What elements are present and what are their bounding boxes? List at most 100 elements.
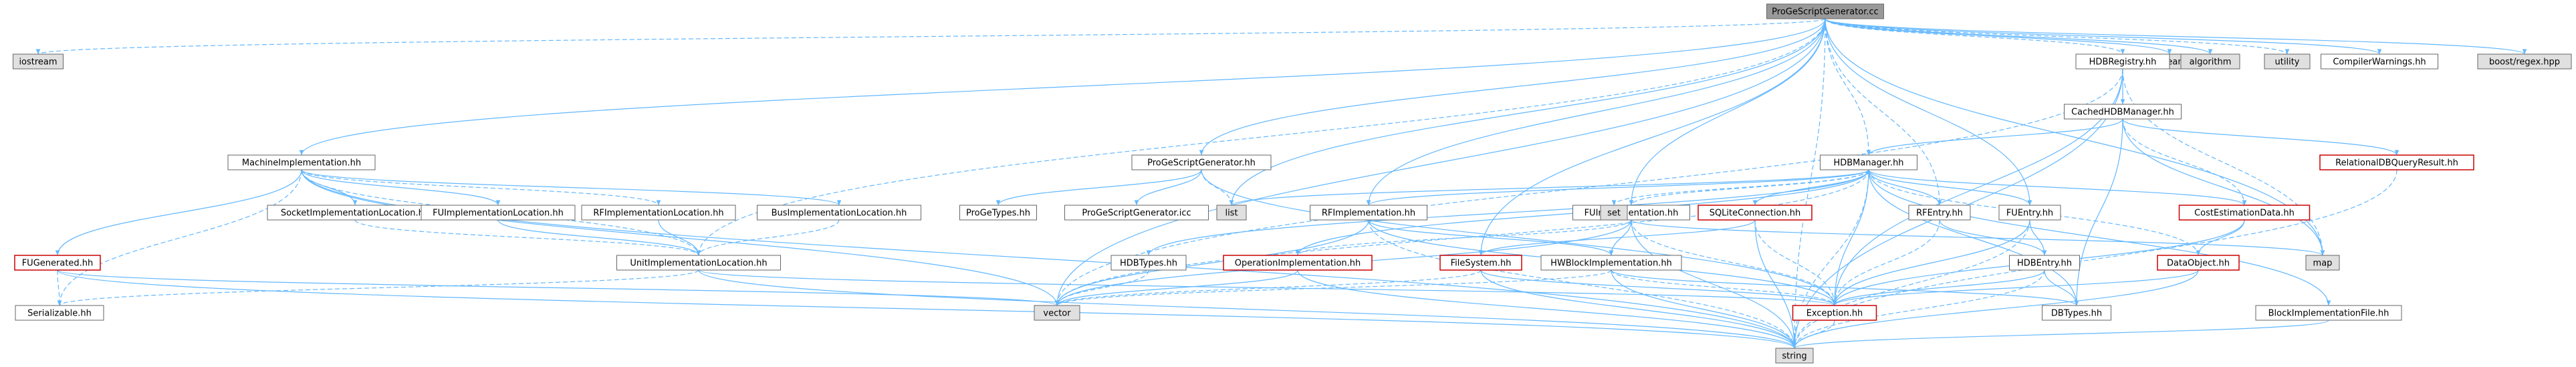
node-opimpl[interactable]: OperationImplementation.hh xyxy=(1223,255,1373,271)
node-box-costestimation[interactable] xyxy=(2178,205,2311,221)
edge-hwblockimpl-to-exception xyxy=(1611,269,1837,306)
node-rfentry[interactable]: RFEntry.hh xyxy=(1908,205,1971,221)
node-box-progescriptgen_icc[interactable] xyxy=(1064,205,1209,221)
node-root[interactable]: ProGeScriptGenerator.cc xyxy=(1766,3,1884,19)
node-box-iostream[interactable] xyxy=(13,53,64,70)
node-box-busimplloc[interactable] xyxy=(757,205,921,221)
node-blockimplfile[interactable]: BlockImplementationFile.hh xyxy=(2255,305,2402,321)
node-box-opimpl[interactable] xyxy=(1223,255,1373,271)
node-filesystem[interactable]: FileSystem.hh xyxy=(1439,255,1522,271)
node-box-hwblockimpl[interactable] xyxy=(1540,255,1682,271)
node-label-filesystem: FileSystem.hh xyxy=(1451,259,1512,269)
node-box-exception[interactable] xyxy=(1792,305,1877,321)
node-label-sqlite: SQLiteConnection.hh xyxy=(1710,209,1801,219)
node-vector[interactable]: vector xyxy=(1034,305,1080,321)
node-iostream[interactable]: iostream xyxy=(13,53,64,70)
node-relationaldb[interactable]: RelationalDBQueryResult.hh xyxy=(2319,154,2474,170)
node-algorithm[interactable]: algorithm xyxy=(2180,53,2240,70)
edge-fuimpl-to-string xyxy=(1631,219,1797,349)
node-progescriptgen_icc[interactable]: ProGeScriptGenerator.icc xyxy=(1064,205,1209,221)
node-box-unitimplloc[interactable] xyxy=(616,255,781,271)
node-set[interactable]: set xyxy=(1600,205,1628,221)
edge-progescriptgen_hh-to-list xyxy=(1201,169,1234,206)
node-label-dataobject: DataObject.hh xyxy=(2167,259,2230,269)
node-dbtypes[interactable]: DBTypes.hh xyxy=(2042,305,2111,321)
node-string[interactable]: string xyxy=(1775,348,1814,364)
node-box-fuentry[interactable] xyxy=(1998,205,2061,221)
node-box-sqlite[interactable] xyxy=(1697,205,1812,221)
node-label-fuimpl: FUImplementation.hh xyxy=(1585,209,1679,219)
node-hwblockimpl[interactable]: HWBlockImplementation.hh xyxy=(1540,255,1682,271)
node-utility[interactable]: utility xyxy=(2264,53,2311,70)
edge-cachedhdb-to-map xyxy=(2122,118,2325,256)
node-box-filesystem[interactable] xyxy=(1439,255,1522,271)
node-box-set[interactable] xyxy=(1600,205,1628,221)
node-box-progetypes[interactable] xyxy=(959,205,1037,221)
node-box-machineimpl[interactable] xyxy=(227,154,376,170)
node-box-map[interactable] xyxy=(2305,255,2340,271)
node-fuimpl[interactable]: FUImplementation.hh xyxy=(1572,205,1690,221)
node-box-list[interactable] xyxy=(1216,205,1247,221)
node-fugenerated[interactable]: FUGenerated.hh xyxy=(14,255,101,271)
node-box-fuimplloc[interactable] xyxy=(421,205,576,221)
edge-unitimplloc-to-serializable xyxy=(57,269,699,306)
edge-fuentry-to-exception xyxy=(1832,219,2030,306)
node-serializable[interactable]: Serializable.hh xyxy=(15,305,104,321)
node-box-hdbtypes[interactable] xyxy=(1110,255,1187,271)
node-progetypes[interactable]: ProGeTypes.hh xyxy=(959,205,1037,221)
node-box-hdbentry[interactable] xyxy=(2009,255,2080,271)
node-box-serializable[interactable] xyxy=(15,305,104,321)
node-box-cachedhdb[interactable] xyxy=(2064,104,2182,120)
node-compilerwarnings[interactable]: CompilerWarnings.hh xyxy=(2321,53,2438,70)
node-box-hdbregistry[interactable] xyxy=(2075,53,2170,70)
node-box-dataobject[interactable] xyxy=(2157,255,2240,271)
node-dataobject[interactable]: DataObject.hh xyxy=(2157,255,2240,271)
node-cachedhdb[interactable]: CachedHDBManager.hh xyxy=(2064,104,2182,120)
node-hdbtypes[interactable]: HDBTypes.hh xyxy=(1110,255,1187,271)
node-box-dbtypes[interactable] xyxy=(2042,305,2111,321)
node-box-blockimplfile[interactable] xyxy=(2255,305,2402,321)
node-hdbmanager[interactable]: HDBManager.hh xyxy=(1820,154,1917,170)
node-exception[interactable]: Exception.hh xyxy=(1792,305,1877,321)
node-busimplloc[interactable]: BusImplementationLocation.hh xyxy=(757,205,921,221)
node-hdbregistry[interactable]: HDBRegistry.hh xyxy=(2075,53,2170,70)
node-fuimplloc[interactable]: FUImplementationLocation.hh xyxy=(421,205,576,221)
node-box-relationaldb[interactable] xyxy=(2319,154,2474,170)
node-box-rfentry[interactable] xyxy=(1908,205,1971,221)
node-rfimplloc[interactable]: RFImplementationLocation.hh xyxy=(581,205,736,221)
node-label-root: ProGeScriptGenerator.cc xyxy=(1772,7,1879,17)
edge-fuimplloc-to-unitimplloc xyxy=(497,219,701,256)
edge-filesystem-to-string xyxy=(1480,269,1797,349)
node-machineimpl[interactable]: MachineImplementation.hh xyxy=(227,154,376,170)
node-hdbentry[interactable]: HDBEntry.hh xyxy=(2009,255,2080,271)
node-socketimplloc[interactable]: SocketImplementationLocation.hh xyxy=(267,205,443,221)
node-box-progescriptgen_hh[interactable] xyxy=(1131,154,1272,170)
node-label-progescriptgen_icc: ProGeScriptGenerator.icc xyxy=(1082,209,1191,219)
node-map[interactable]: map xyxy=(2305,255,2340,271)
node-box-algorithm[interactable] xyxy=(2180,53,2240,70)
edge-root-to-rfimpl xyxy=(1366,18,1826,206)
node-costestimation[interactable]: CostEstimationData.hh xyxy=(2178,205,2311,221)
node-box-rfimpl[interactable] xyxy=(1310,205,1427,221)
node-box-utility[interactable] xyxy=(2264,53,2311,70)
node-progescriptgen_hh[interactable]: ProGeScriptGenerator.hh xyxy=(1131,154,1272,170)
node-sqlite[interactable]: SQLiteConnection.hh xyxy=(1697,205,1812,221)
node-box-fugenerated[interactable] xyxy=(14,255,101,271)
edge-rfimplloc-to-unitimplloc xyxy=(658,219,701,256)
edge-hdbmanager-to-rfentry xyxy=(1868,169,1942,206)
node-box-root[interactable] xyxy=(1766,3,1884,19)
node-box-vector[interactable] xyxy=(1034,305,1080,321)
node-box-hdbmanager[interactable] xyxy=(1820,154,1917,170)
node-unitimplloc[interactable]: UnitImplementationLocation.hh xyxy=(616,255,781,271)
node-box-rfimplloc[interactable] xyxy=(581,205,736,221)
node-rfimpl[interactable]: RFImplementation.hh xyxy=(1310,205,1427,221)
node-box-string[interactable] xyxy=(1775,348,1814,364)
node-label-hdbtypes: HDBTypes.hh xyxy=(1120,259,1177,269)
node-fuentry[interactable]: FUEntry.hh xyxy=(1998,205,2061,221)
node-box-compilerwarnings[interactable] xyxy=(2321,53,2438,70)
node-list[interactable]: list xyxy=(1216,205,1247,221)
node-boostregex[interactable]: boost/regex.hpp xyxy=(2477,53,2572,70)
node-box-boostregex[interactable] xyxy=(2477,53,2572,70)
edge-fuimpl-to-opimpl xyxy=(1295,219,1632,256)
edge-root-to-list xyxy=(1229,18,1826,206)
